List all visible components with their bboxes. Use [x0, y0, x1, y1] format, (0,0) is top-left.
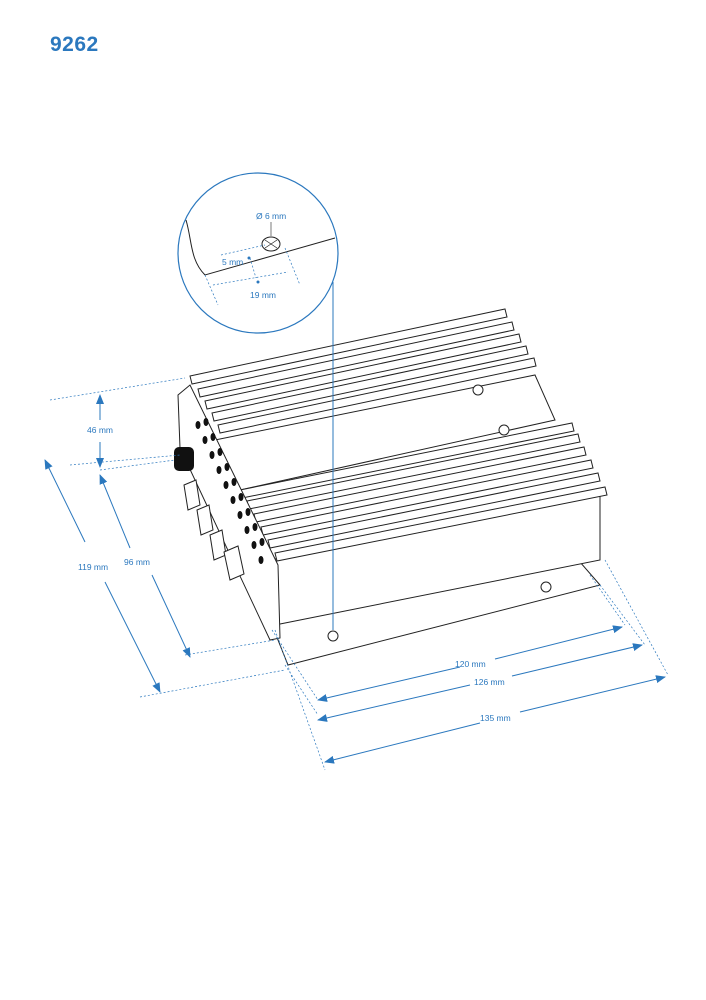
product-code: 9262	[50, 33, 99, 56]
length-mid-label: 126 mm	[474, 677, 505, 687]
depth-outer-label: 119 mm	[78, 562, 108, 572]
dimension-119mm: 119 mm	[44, 459, 161, 693]
hole-diameter-label: Ø 6 mm	[256, 211, 286, 221]
dimension-126mm: 126 mm	[317, 643, 643, 722]
ventilation-holes	[195, 418, 265, 564]
power-switch	[174, 447, 194, 471]
edge-offset-label: 5 mm	[222, 257, 243, 267]
hole-spacing-label: 19 mm	[250, 290, 276, 300]
dimension-135mm: 135 mm	[324, 675, 666, 764]
dimension-96mm: 96 mm	[99, 474, 191, 658]
lower-heatsink-fins	[239, 422, 608, 562]
mounting-hole-detail: Ø 6 mm 5 mm 19 mm	[177, 172, 339, 334]
upper-heatsink-fins	[189, 308, 537, 434]
terminals	[183, 479, 245, 581]
converter-unit	[174, 308, 608, 666]
dimension-120mm: 120 mm	[317, 625, 623, 702]
depth-inner-label: 96 mm	[124, 557, 150, 567]
length-outer-label: 135 mm	[480, 713, 511, 723]
dimension-46mm: 46 mm	[87, 394, 113, 468]
height-label: 46 mm	[87, 425, 113, 435]
length-inner-label: 120 mm	[455, 659, 486, 669]
